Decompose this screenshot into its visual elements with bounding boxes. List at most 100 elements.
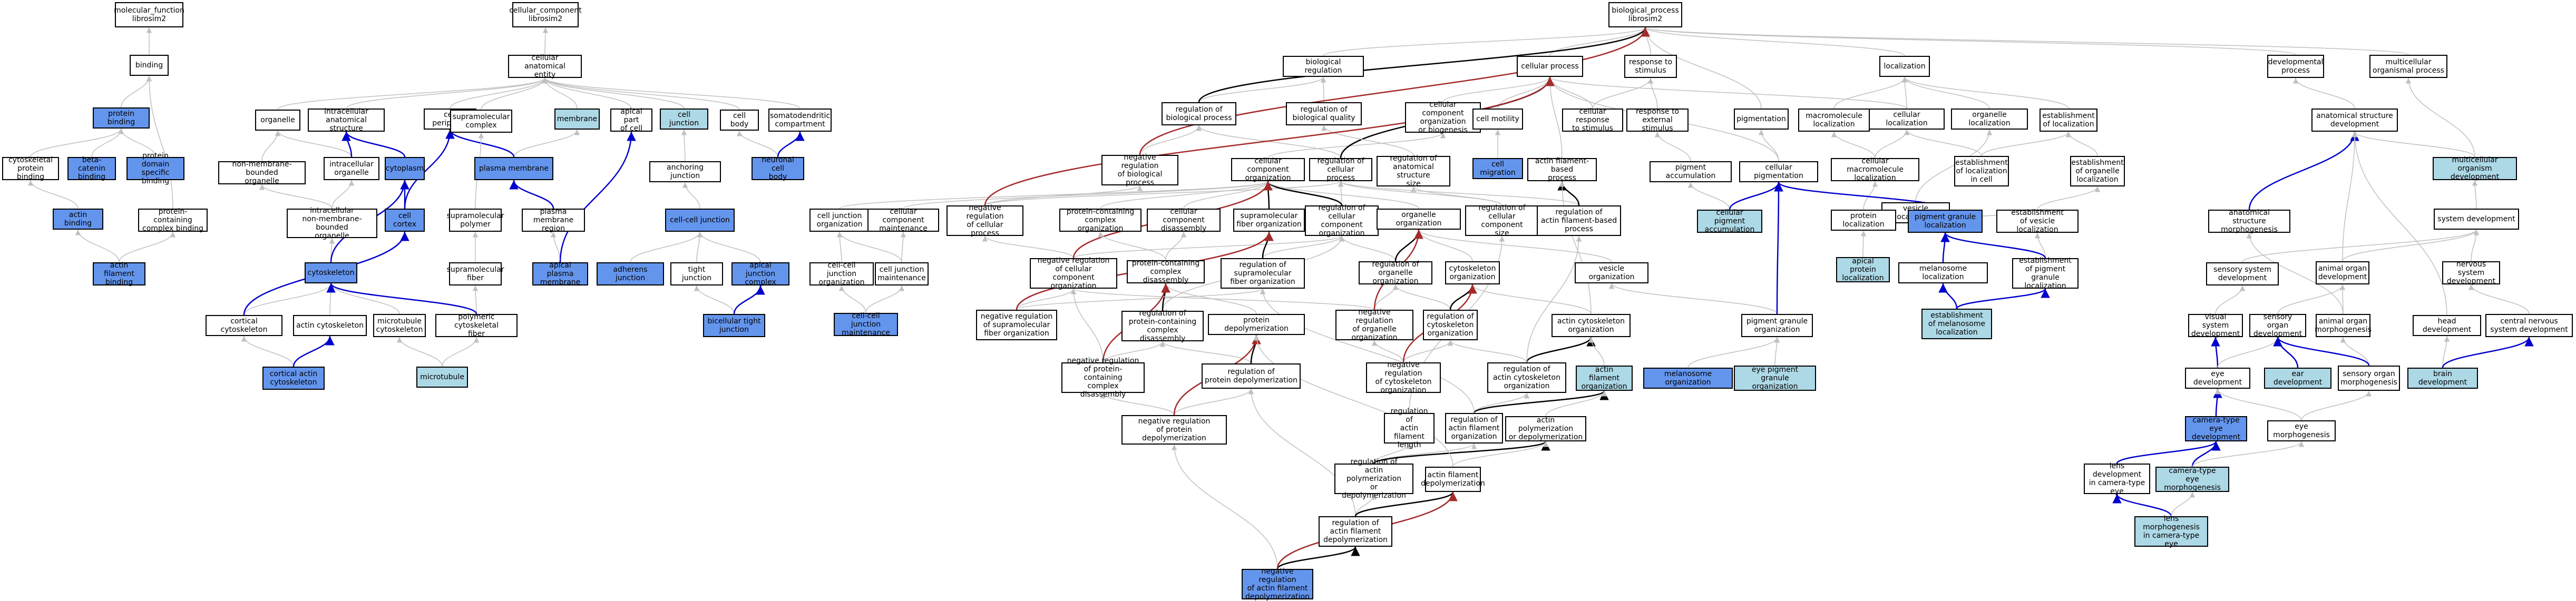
go-term-cell-body[interactable]: cell body (720, 110, 759, 131)
go-term-supramolecular-polymer[interactable]: supramolecular polymer (447, 209, 504, 232)
go-term-establishment-of-vesicle-localization[interactable]: establishment of vesicle localization (1996, 209, 2079, 234)
go-term-animal-organ-development[interactable]: animal organ development (2316, 261, 2369, 284)
go-term-animal-organ-morphogenesis[interactable]: animal organ morphogenesis (2315, 314, 2372, 337)
go-term-actin-filament-binding[interactable]: actin filament binding (93, 261, 145, 287)
go-term-plasma-membrane[interactable]: plasma membrane (474, 157, 553, 180)
go-term-camera-type-eye-development[interactable]: camera-type eye development (2185, 416, 2247, 441)
go-term-negative-regulation-of-biological-process[interactable]: negative regulation of biological proces… (1101, 153, 1178, 187)
go-term-regulation-of-organelle-organization[interactable]: regulation of organelle organization (1359, 260, 1432, 285)
go-term-regulation-of-actin-polymerization-or-depolymerization[interactable]: regulation of actin polymerization or de… (1334, 458, 1413, 500)
go-term-cytoskeleton[interactable]: cytoskeleton (305, 262, 357, 283)
go-term-actin-filament-depolymerization[interactable]: actin filament depolymerization (1421, 467, 1485, 492)
go-term-protein-containing-complex-disassembly[interactable]: protein-containing complex disassembly (1127, 259, 1205, 284)
go-term-cell-junction-maintenance[interactable]: cell junction maintenance (875, 262, 929, 285)
go-term-regulation-of-anatomical-structure-size[interactable]: regulation of anatomical structure size (1377, 154, 1450, 188)
go-term-protein-containing-complex-organization[interactable]: protein-containing complex organization (1059, 208, 1141, 233)
go-term-regulation-of-actin-filament-organization[interactable]: regulation of actin filament organizatio… (1445, 413, 1503, 444)
go-term-protein-containing-complex-binding[interactable]: protein-containing complex binding (138, 208, 208, 233)
go-term-negative-regulation-of-cytoskeleton-organization[interactable]: negative regulation of cytoskeleton orga… (1366, 361, 1441, 395)
go-term-response-to-stimulus[interactable]: response to stimulus (1624, 55, 1677, 78)
go-term-sensory-organ-development[interactable]: sensory organ development (2249, 313, 2306, 338)
go-term-regulation-of-actin-filament-based-process[interactable]: regulation of actin filament-based proce… (1537, 205, 1621, 236)
go-term-negative-regulation-of-cellular-process[interactable]: negative regulation of cellular process (947, 204, 1023, 238)
go-term-multicellular-organism-development[interactable]: multicellular organism development (2433, 156, 2517, 181)
go-term-establishment-of-localization-in-cell[interactable]: establishment of localization in cell (1954, 156, 2009, 186)
go-term-sensory-system-development[interactable]: sensory system development (2206, 262, 2279, 285)
go-term-biological-regulation[interactable]: biological regulation (1283, 56, 1364, 77)
go-term-pigment-accumulation[interactable]: pigment accumulation (1650, 161, 1732, 182)
go-term-regulation-of-biological-process[interactable]: regulation of biological process (1162, 102, 1236, 125)
go-term-actin-filament-based-process[interactable]: actin filament-based process (1527, 157, 1597, 182)
go-term-cell-motility[interactable]: cell motility (1472, 109, 1523, 130)
go-term-sensory-organ-morphogenesis[interactable]: sensory organ morphogenesis (2338, 366, 2400, 391)
go-term-intracellular-organelle[interactable]: intracellular organelle (324, 157, 379, 180)
go-term-plasma-membrane-region[interactable]: plasma membrane region (522, 208, 585, 233)
go-term-eye-development[interactable]: eye development (2185, 368, 2250, 389)
go-term-anchoring-junction[interactable]: anchoring junction (649, 161, 721, 182)
go-term-organelle[interactable]: organelle (255, 110, 300, 131)
go-term-cellular-component-organization-or-biogenesis[interactable]: cellular component organization or bioge… (1405, 101, 1481, 134)
go-term-cell-junction[interactable]: cell junction (660, 109, 708, 130)
go-term-cellular-component-disassembly[interactable]: cellular component disassembly (1147, 208, 1221, 233)
go-term-negative-regulation-of-actin-filament-depolymerization[interactable]: negative regulation of actin filament de… (1242, 567, 1313, 601)
go-term-establishment-of-melanosome-localization[interactable]: establishment of melanosome localization (1921, 309, 1992, 339)
go-term-intracellular-non-membrane-bounded-organelle[interactable]: intracellular non-membrane-bounded organ… (287, 206, 377, 240)
go-term-cell-migration[interactable]: cell migration (1472, 158, 1523, 179)
go-term-protein-localization[interactable]: protein localization (1831, 210, 1896, 231)
go-term-system-development[interactable]: system development (2434, 209, 2519, 230)
go-term-membrane[interactable]: membrane (554, 109, 600, 130)
go-term-cell-junction-organization[interactable]: cell junction organization (809, 209, 870, 232)
go-term-cell-cell-junction[interactable]: cell-cell junction (665, 209, 735, 232)
go-term-cortical-actin-cytoskeleton[interactable]: cortical actin cytoskeleton (262, 367, 325, 390)
go-term-regulation-of-cellular-process[interactable]: regulation of cellular process (1309, 157, 1372, 182)
go-term-vesicle-organization[interactable]: vesicle organization (1575, 262, 1648, 283)
go-term-eye-morphogenesis[interactable]: eye morphogenesis (2267, 420, 2336, 441)
go-term-actin-cytoskeleton[interactable]: actin cytoskeleton (293, 315, 367, 336)
go-term-melanosome-organization[interactable]: melanosome organization (1643, 368, 1733, 389)
go-term-pigment-granule-organization[interactable]: pigment granule organization (1741, 314, 1813, 337)
go-term-microtubule-cytoskeleton[interactable]: microtubule cytoskeleton (373, 314, 426, 337)
go-term-regulation-of-protein-containing-complex-disassembly[interactable]: regulation of protein-containing complex… (1121, 309, 1204, 343)
go-term-establishment-of-pigment-granule-localization[interactable]: establishment of pigment granule localiz… (2012, 257, 2079, 290)
go-term-regulation-of-cytoskeleton-organization[interactable]: regulation of cytoskeleton organization (1423, 310, 1478, 340)
go-term-visual-system-development[interactable]: visual system development (2188, 313, 2243, 338)
go-term-actin-binding[interactable]: actin binding (53, 209, 103, 230)
go-term-multicellular-organismal-process[interactable]: multicellular organismal process (2369, 55, 2447, 78)
go-term-tight-junction[interactable]: tight junction (670, 262, 723, 285)
go-term-negative-regulation-of-protein-depolymerization[interactable]: negative regulation of protein depolymer… (1121, 415, 1227, 445)
go-term-supramolecular-fiber[interactable]: supramolecular fiber (447, 262, 504, 285)
go-term-cellular-anatomical-entity[interactable]: cellular anatomical entity (508, 54, 582, 79)
go-term-cellular-component-maintenance[interactable]: cellular component maintenance (867, 208, 939, 233)
go-term-macromolecule-localization[interactable]: macromolecule localization (1798, 109, 1870, 132)
go-term-lens-morphogenesis-in-camera-type-eye[interactable]: lens morphogenesis in camera-type eye (2134, 515, 2208, 548)
go-term-establishment-of-localization[interactable]: establishment of localization (2040, 109, 2097, 132)
go-term-negative-regulation-of-supramolecular-fiber-organization[interactable]: negative regulation of supramolecular fi… (976, 310, 1057, 340)
go-term-eye-pigment-granule-organization[interactable]: eye pigment granule organization (1734, 366, 1816, 391)
go-term-regulation-of-protein-depolymerization[interactable]: regulation of protein depolymerization (1202, 363, 1301, 389)
go-term-cytoplasm[interactable]: cytoplasm (385, 157, 425, 180)
go-term-biological-process[interactable]: biological_process librosim2 (1608, 2, 1682, 27)
go-term-cellular-process[interactable]: cellular process (1517, 56, 1583, 77)
go-term-binding[interactable]: binding (130, 55, 169, 76)
go-term-response-to-external-stimulus[interactable]: response to external stimulus (1626, 107, 1689, 133)
go-term-actin-filament-organization[interactable]: actin filament organization (1576, 366, 1633, 391)
go-term-protein-binding[interactable]: protein binding (93, 107, 150, 129)
go-term-pigmentation[interactable]: pigmentation (1734, 109, 1789, 130)
go-term-beta-catenin-binding[interactable]: beta-catenin binding (67, 156, 116, 181)
go-term-regulation-of-actin-filament-depolymerization[interactable]: regulation of actin filament depolymeriz… (1319, 516, 1392, 547)
go-term-bicellular-tight-junction[interactable]: bicellular tight junction (703, 314, 765, 337)
go-term-regulation-of-actin-filament-length[interactable]: regulation of actin filament length (1384, 407, 1435, 449)
go-term-cytoskeletal-protein-binding[interactable]: cytoskeletal protein binding (2, 156, 59, 181)
go-term-cell-cortex[interactable]: cell cortex (385, 209, 425, 232)
go-term-regulation-of-supramolecular-fiber-organization[interactable]: regulation of supramolecular fiber organ… (1221, 258, 1305, 289)
go-term-organelle-localization[interactable]: organelle localization (1951, 109, 2028, 130)
go-term-nervous-system-development[interactable]: nervous system development (2442, 260, 2500, 285)
go-term-cortical-cytoskeleton[interactable]: cortical cytoskeleton (206, 315, 282, 336)
go-term-regulation-of-actin-cytoskeleton-organization[interactable]: regulation of actin cytoskeleton organiz… (1487, 362, 1566, 393)
go-term-protein-depolymerization[interactable]: protein depolymerization (1208, 314, 1305, 335)
go-term-adherens-junction[interactable]: adherens junction (597, 262, 664, 285)
go-term-head-development[interactable]: head development (2413, 315, 2481, 336)
go-term-protein-domain-specific-binding[interactable]: protein domain specific binding (126, 152, 184, 185)
go-term-developmental-process[interactable]: developmental process (2267, 55, 2324, 78)
go-term-ear-development[interactable]: ear development (2264, 368, 2331, 389)
